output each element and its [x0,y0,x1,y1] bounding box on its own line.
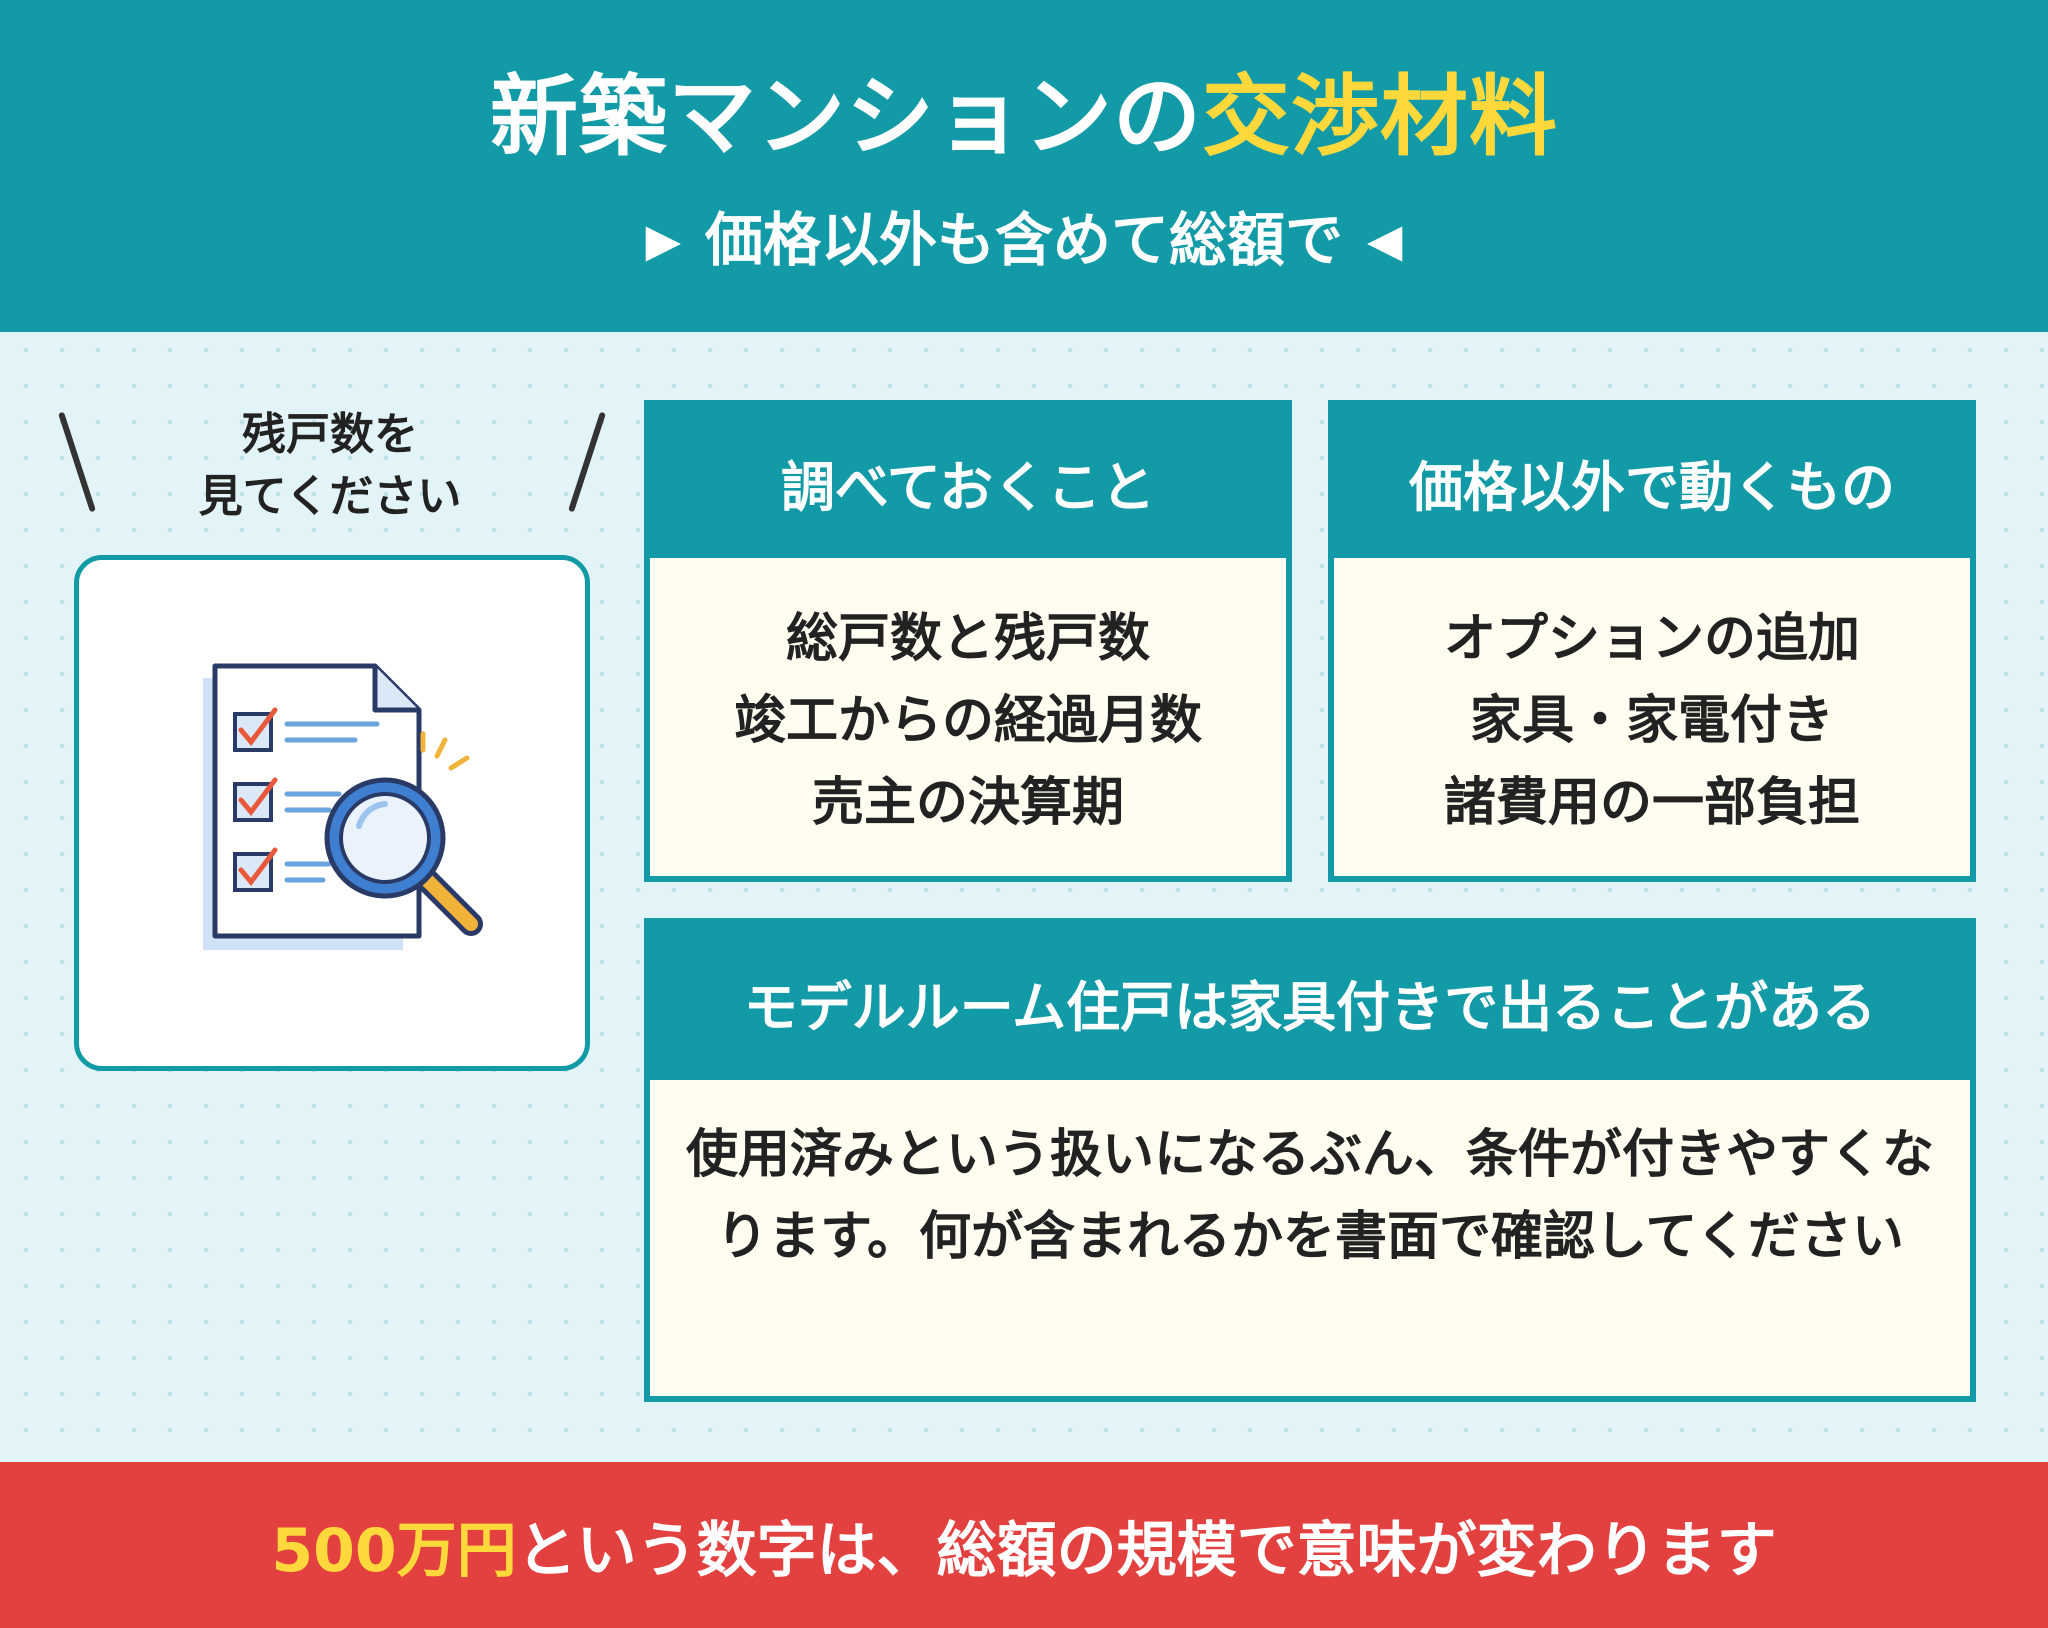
list-item: 竣工からの経過月数 [733,691,1202,751]
research-panel-title: 調べておくこと [650,406,1286,558]
title-highlight: 交渉材料 [1202,65,1559,168]
triangle-left-icon: ◀ [1367,213,1403,267]
model-room-panel-title: モデルルーム住戸は家具付きで出ることがある [650,924,1970,1080]
triangle-right-icon: ▶ [645,213,681,267]
model-room-panel-body: 使用済みという扱いになるぶん、条件が付きやすくなります。何が含まれるかを書面で確… [650,1080,1970,1278]
list-item: オプションの追加 [1443,609,1860,669]
model-room-description: 使用済みという扱いになるぶん、条件が付きやすくなります。何が含まれるかを書面で確… [685,1125,1934,1267]
non-price-panel: 価格以外で動くもの オプションの追加 家具・家電付き 諸費用の一部負担 [1328,400,1976,882]
checklist-caption: 残戸数を 見てください [110,404,550,528]
header-banner: 新築マンションの交渉材料 ▶ 価格以外も含めて総額で ◀ [0,0,2048,332]
page-title: 新築マンションの交渉材料 [0,62,2048,172]
caption-line-2: 見てください [198,471,462,522]
title-main: 新築マンションの [489,65,1202,168]
research-panel-body: 総戸数と残戸数 竣工からの経過月数 売主の決算期 [650,558,1286,844]
list-item: 諸費用の一部負担 [1443,773,1860,833]
subtitle-text: 価格以外も含めて総額で [704,206,1343,274]
footer-banner: 500万円という数字は、総額の規模で意味が変わります [0,1462,2048,1628]
list-item: 総戸数と残戸数 [785,609,1150,669]
accent-slash-left [58,411,96,513]
page-subtitle: ▶ 価格以外も含めて総額で ◀ [0,200,2048,280]
caption-line-1: 残戸数を [242,409,418,460]
research-panel: 調べておくこと 総戸数と残戸数 竣工からの経過月数 売主の決算期 [644,400,1292,882]
non-price-panel-body: オプションの追加 家具・家電付き 諸費用の一部負担 [1334,558,1970,844]
model-room-panel: モデルルーム住戸は家具付きで出ることがある 使用済みという扱いになるぶん、条件が… [644,918,1976,1402]
list-item: 家具・家電付き [1469,691,1834,751]
footer-text: という数字は、総額の規模で意味が変わります [516,1515,1777,1586]
list-item: 売主の決算期 [811,773,1124,833]
footer-highlight: 500万円 [271,1515,517,1586]
illustration-card [74,555,590,1071]
non-price-panel-title: 価格以外で動くもの [1334,406,1970,558]
accent-slash-right [568,411,606,513]
document-magnifier-icon [203,663,483,950]
